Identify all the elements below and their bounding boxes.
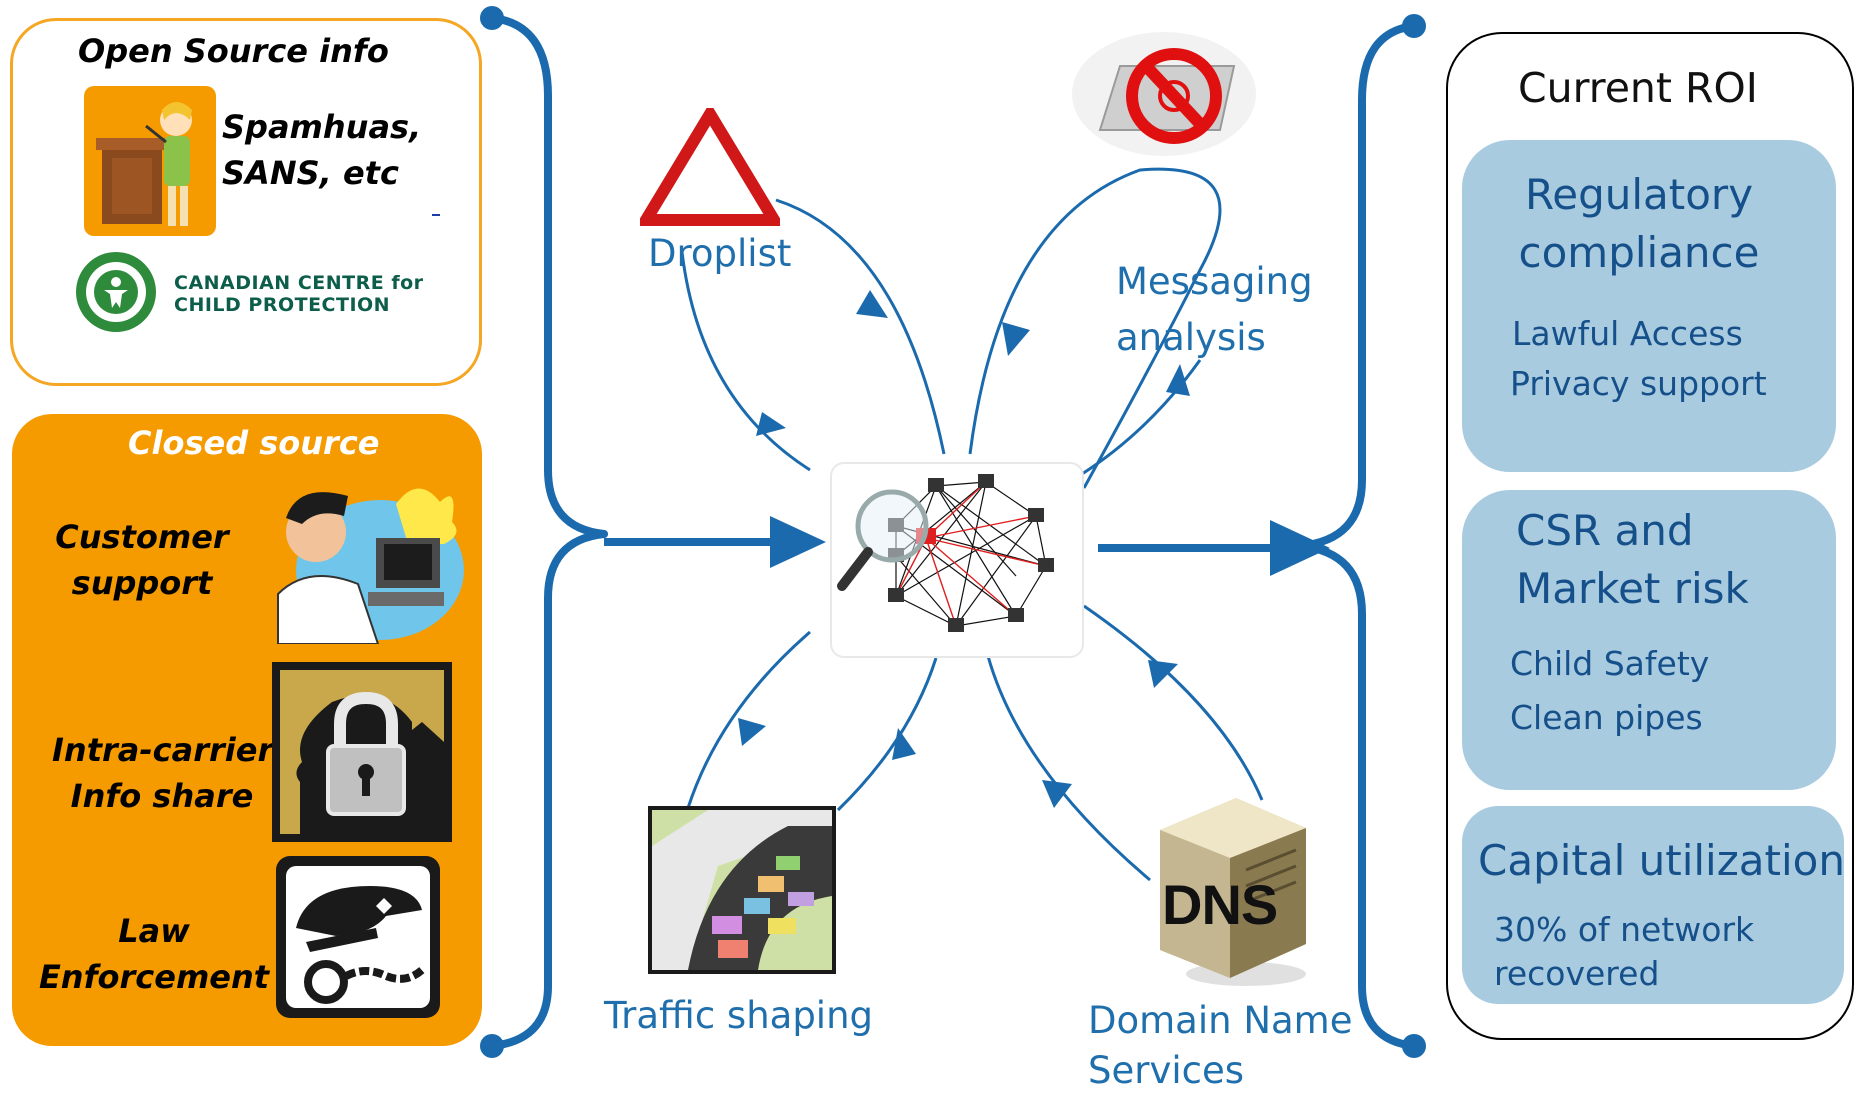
capital-heading: Capital utilization — [1478, 836, 1845, 885]
csr-heading: CSR and Market risk — [1516, 506, 1749, 613]
output-arrow-head — [1270, 520, 1330, 576]
dns-arrow-2 — [1148, 660, 1178, 688]
regulatory-heading: Regulatory compliance — [1518, 170, 1760, 277]
open-source-speaker-label: Spamhuas, SANS, etc — [222, 108, 422, 192]
regulatory-card — [1462, 140, 1836, 472]
input-arrow-head — [770, 516, 826, 568]
stray-mark — [432, 214, 440, 216]
law-enforcement-label: Law Enforcement — [38, 912, 270, 996]
lock-head-icon — [272, 662, 452, 842]
messaging-arrow-2 — [1166, 364, 1190, 396]
no-email-icon — [1070, 30, 1258, 158]
customer-support-icon — [268, 474, 464, 644]
traffic-arrow-2 — [892, 728, 916, 760]
child-protection-logo-text: CANADIAN CENTRE for CHILD PROTECTION — [174, 272, 424, 316]
network-magnifier-icon — [836, 466, 1076, 652]
dns-arrow-1 — [1042, 780, 1072, 808]
messaging-loop — [968, 167, 1222, 489]
child-protection-logo-icon — [74, 250, 158, 334]
droplist-out-curve — [775, 198, 946, 455]
left-bracket-top-dot — [480, 6, 504, 30]
traffic-in-curve — [686, 630, 811, 809]
clean-pipes-item: Clean pipes — [1510, 698, 1703, 737]
dns-out-curve — [1083, 604, 1264, 801]
closed-source-title: Closed source — [128, 424, 380, 462]
traffic-shaping-label: Traffic shaping — [604, 994, 874, 1037]
police-handcuffs-icon — [276, 856, 440, 1018]
droplist-label: Droplist — [648, 232, 792, 275]
network-recovered-item: 30% of network recovered — [1494, 910, 1755, 993]
warning-triangle-icon — [640, 108, 780, 226]
roi-title: Current ROI — [1518, 64, 1758, 112]
customer-support-label: Customer support — [55, 518, 229, 602]
speaker-podium-icon — [84, 86, 216, 236]
csr-card — [1462, 490, 1836, 790]
droplist-in-curve — [680, 251, 811, 472]
left-bracket-bottom-dot — [480, 1034, 504, 1058]
traffic-out-curve — [836, 657, 938, 812]
traffic-arrow-1 — [738, 718, 766, 746]
messaging-out-curve — [1081, 359, 1202, 476]
open-source-title: Open Source info — [78, 32, 389, 70]
lawful-access-item: Lawful Access — [1512, 314, 1743, 353]
domain-name-services-label: Domain Name Services — [1088, 999, 1353, 1092]
messaging-analysis-label: Messaging analysis — [1116, 260, 1313, 359]
droplist-arrow-2 — [856, 290, 888, 318]
dns-icon-text: DNS — [1162, 873, 1278, 936]
right-bracket — [1296, 22, 1418, 1050]
right-bracket-top-dot — [1402, 14, 1426, 38]
droplist-arrow-1 — [756, 412, 786, 436]
messaging-arrow-1 — [1002, 322, 1030, 356]
privacy-support-item: Privacy support — [1510, 364, 1767, 403]
dns-server-icon: DNS — [1156, 794, 1308, 986]
traffic-jam-icon — [648, 806, 836, 974]
capital-card — [1462, 806, 1844, 1004]
intra-carrier-label: Intra-carrier Info share — [52, 731, 274, 815]
dns-in-curve — [986, 655, 1151, 882]
right-bracket-bottom-dot — [1402, 1034, 1426, 1058]
left-bracket — [488, 14, 608, 1050]
child-safety-item: Child Safety — [1510, 644, 1710, 683]
